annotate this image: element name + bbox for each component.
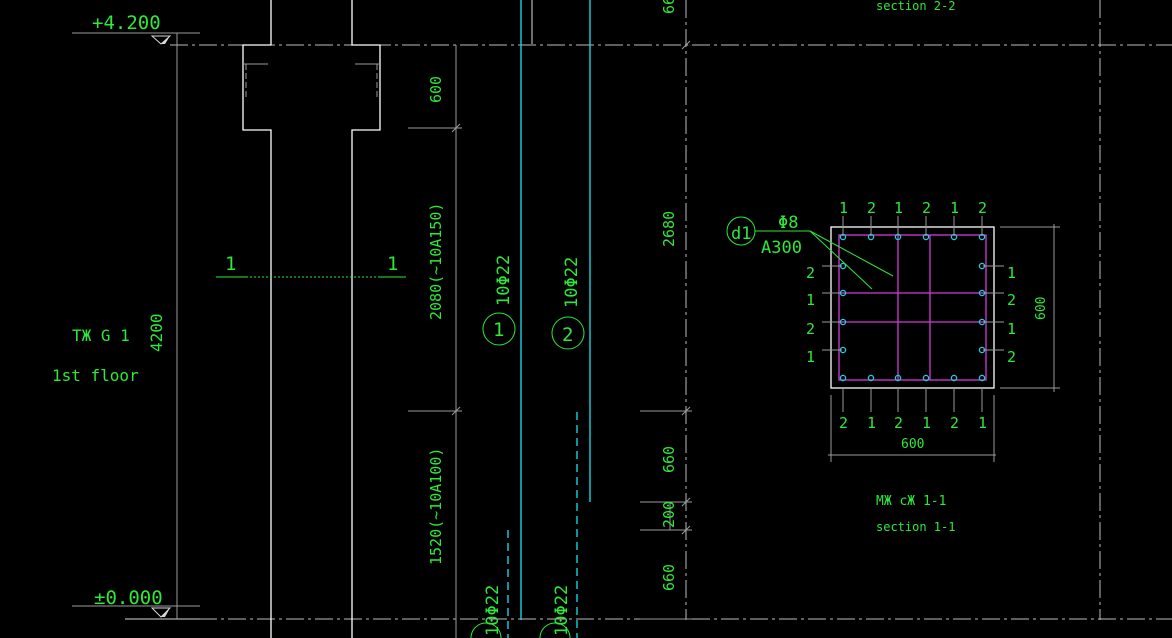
floor-label: 1st floor	[52, 366, 139, 385]
dim-2680: 2680	[660, 211, 678, 247]
right-bar-mark: 1	[1007, 264, 1016, 282]
rebar-dot	[894, 374, 902, 382]
elev-fill-icon	[161, 608, 170, 617]
left-bar-mark: 1	[806, 291, 815, 309]
section-1-1-title-cn: MЖ cЖ 1-1	[876, 494, 946, 509]
dim-66-clip: 66	[660, 0, 678, 14]
bar-tag-2: 2 10Φ22	[551, 257, 585, 350]
bar-low2-label: 10Φ22	[552, 585, 572, 636]
stirrup-zone-lower: 1520(~10A100)	[427, 448, 445, 565]
rebar-dot	[867, 374, 875, 382]
left-bar-mark: 2	[806, 320, 815, 338]
top-bar-mark: 2	[867, 199, 876, 217]
outer-stirrup	[838, 234, 987, 381]
bar1-mark: 1	[493, 319, 504, 341]
rebar-dot	[978, 374, 986, 382]
elevation-top-label: +4.200	[92, 12, 161, 34]
section-cut-1-1: 1 1	[216, 253, 406, 278]
stirrup-tag: d1	[731, 224, 751, 244]
section-cut-left-mark: 1	[225, 253, 236, 275]
top-bar-mark: 1	[950, 199, 959, 217]
stirrup-dimension: 600 2080(~10A150) 1520(~10A100)	[408, 45, 462, 638]
right-bar-marks: 1 2 1 2	[983, 264, 1016, 366]
column-left-edge	[242, 0, 272, 638]
bar-mark-circle-icon	[482, 312, 516, 346]
bottom-bar-mark: 1	[867, 414, 876, 432]
section-outline	[830, 226, 995, 389]
left-bar-mark: 1	[806, 348, 815, 366]
right-bar-mark: 1	[1007, 320, 1016, 338]
right-bar-mark: 2	[1007, 291, 1016, 309]
bottom-bar-mark: 2	[894, 414, 903, 432]
dim-600-top: 600	[427, 76, 445, 103]
elevation-bottom: ±0.000	[94, 587, 172, 618]
section-width-label: 600	[901, 437, 924, 452]
reference-lines	[72, 0, 1172, 620]
bottom-bar-mark: 2	[839, 414, 848, 432]
bottom-bar-mark: 2	[950, 414, 959, 432]
bar-low1-label: 10Φ22	[483, 585, 503, 636]
section-cut-right-mark: 1	[387, 253, 398, 275]
elevation-top: +4.200	[92, 12, 172, 45]
elev-fill-icon	[161, 36, 170, 44]
bar-tag-1: 1 10Φ22	[482, 255, 516, 346]
stirrup-zone-upper: 2080(~10A150)	[427, 203, 445, 320]
top-bar-mark: 2	[978, 199, 987, 217]
bar-mark-circle-icon	[551, 316, 585, 350]
bottom-bar-mark: 1	[978, 414, 987, 432]
dim-200: 200	[660, 501, 678, 528]
column-elevation	[242, 0, 381, 638]
dim-660-bottom: 660	[660, 564, 678, 591]
rebar-lines	[507, 0, 591, 638]
bar2-mark: 2	[562, 324, 573, 346]
bottom-bar-mark: 1	[922, 414, 931, 432]
stirrup-dia: Φ8	[778, 213, 798, 233]
section-height-label: 600	[1034, 297, 1049, 320]
top-bar-mark: 2	[922, 199, 931, 217]
bar2-label: 10Φ22	[562, 257, 582, 308]
top-bar-mark: 1	[894, 199, 903, 217]
height-label: 4200	[147, 313, 166, 352]
vertical-dimensions: 66 2680 660 200 660	[640, 0, 692, 620]
column-name: TЖ G 1	[72, 326, 130, 345]
top-bar-mark: 1	[839, 199, 848, 217]
bar-tag-low: 10Φ22 10Φ22	[470, 585, 572, 638]
elevation-bottom-label: ±0.000	[94, 587, 163, 609]
dim-660-mid: 660	[660, 446, 678, 473]
rebar-dot	[839, 374, 847, 382]
column-right-edge	[351, 0, 381, 638]
section-2-2-title: section 2-2	[876, 0, 955, 13]
rebar-dot	[922, 374, 930, 382]
rebar-dot	[950, 374, 958, 382]
stirrup-spacing: A300	[761, 238, 802, 258]
section-1-1-title-en: section 1-1	[876, 520, 955, 534]
bar1-label: 10Φ22	[494, 255, 514, 306]
rebar-dots	[839, 233, 986, 382]
right-bar-mark: 2	[1007, 348, 1016, 366]
left-bar-mark: 2	[806, 264, 815, 282]
left-bar-marks: 2 1 2 1	[806, 264, 842, 366]
